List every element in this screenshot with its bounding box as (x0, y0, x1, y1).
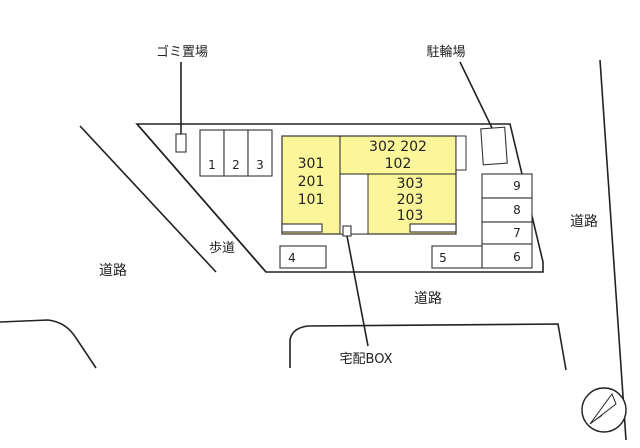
unit-left-201: 201 (298, 174, 325, 190)
parking-slot-9 (481, 173, 533, 199)
bicycle-leader (459, 61, 493, 129)
parking-label-2: 2 (232, 158, 240, 172)
road-right-label: 道路 (570, 214, 598, 230)
parking-right-column (481, 173, 533, 269)
parking-label-3: 3 (256, 158, 264, 172)
parking-label-7: 7 (513, 226, 521, 240)
building-entrance-right (409, 223, 457, 233)
building-notch-center (339, 173, 369, 235)
parking-label-8: 8 (513, 203, 521, 217)
road-left-label: 道路 (99, 263, 127, 279)
bicycle-parking (480, 126, 508, 166)
road-left-bottom-edge (0, 319, 97, 369)
road-left-edge (79, 125, 217, 273)
parking-slot-5 (431, 245, 483, 269)
delivery-box-leader (346, 235, 369, 347)
parking-slot-7 (481, 221, 533, 245)
building-body (281, 135, 457, 235)
parking-label-1: 1 (208, 158, 216, 172)
unit-top-302-202: 302 202 (369, 139, 427, 155)
parking-slot-6 (481, 243, 533, 269)
road-bottom-edge (289, 323, 567, 371)
unit-bottom-103: 103 (397, 208, 424, 224)
unit-top-102: 102 (385, 156, 412, 172)
unit-left-101: 101 (298, 192, 325, 208)
delivery-box (342, 225, 352, 237)
north-arrow-icon (581, 387, 627, 433)
building-entrance-left (281, 223, 323, 233)
unit-bottom-203: 203 (397, 192, 424, 208)
parking-label-6: 6 (513, 250, 521, 264)
road-right-edge (599, 59, 627, 441)
parking-slot-8 (481, 197, 533, 223)
parking-slot-4 (279, 245, 327, 269)
garbage-area (175, 133, 187, 153)
road-bottom-label: 道路 (414, 291, 442, 307)
sidewalk-edge (136, 123, 267, 273)
parking-slot-3 (247, 129, 273, 177)
sidewalk-label: 歩道 (209, 241, 235, 256)
parking-label-4: 4 (288, 251, 296, 265)
building (281, 135, 467, 235)
unit-left-301: 301 (298, 156, 325, 172)
parking-top-row (199, 129, 273, 177)
unit-bottom-303: 303 (397, 176, 424, 192)
building-annex (455, 135, 467, 171)
parking-label-9: 9 (513, 179, 521, 193)
parking-slot-2 (223, 129, 249, 177)
delivery-box-label: 宅配BOX (340, 352, 393, 367)
parking-label-5: 5 (439, 251, 447, 265)
parking-slot-1 (199, 129, 225, 177)
bicycle-label: 駐輪場 (426, 44, 465, 60)
garbage-label: ゴミ置場 (156, 44, 208, 60)
